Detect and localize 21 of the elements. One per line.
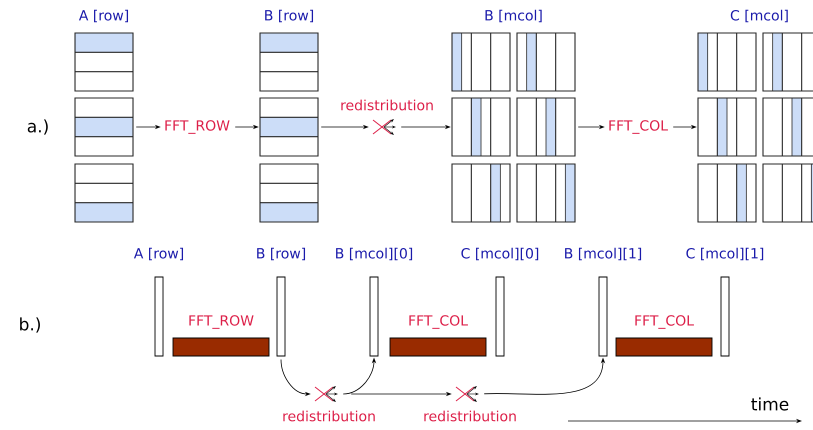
step-label: FFT_COL	[409, 315, 468, 329]
step-label: FFT_ROW	[189, 315, 254, 329]
step-label: redistribution	[341, 100, 433, 110]
column-heading: A [row]	[78, 10, 128, 22]
column-heading: B [row]	[257, 248, 306, 260]
column-heading: B [mcol][1]	[565, 248, 642, 260]
column-heading: B [row]	[265, 10, 314, 22]
axis-label: time	[751, 397, 788, 411]
step-label: redistribution	[283, 410, 375, 422]
step-label: FFT_ROW	[165, 120, 230, 134]
column-heading: C [mcol][1]	[686, 248, 764, 260]
column-heading: C [mcol][0]	[461, 248, 538, 260]
column-heading: C [mcol]	[730, 10, 788, 22]
panel-label: a.)	[28, 119, 48, 135]
column-heading: A [row]	[134, 248, 184, 260]
step-label: FFT_COL	[635, 315, 694, 329]
panel-label: b.)	[20, 317, 40, 333]
step-label: redistribution	[424, 410, 516, 422]
column-heading: B [mcol][0]	[336, 248, 412, 260]
step-label: FFT_COL	[609, 120, 668, 134]
column-heading: B [mcol]	[486, 10, 542, 22]
